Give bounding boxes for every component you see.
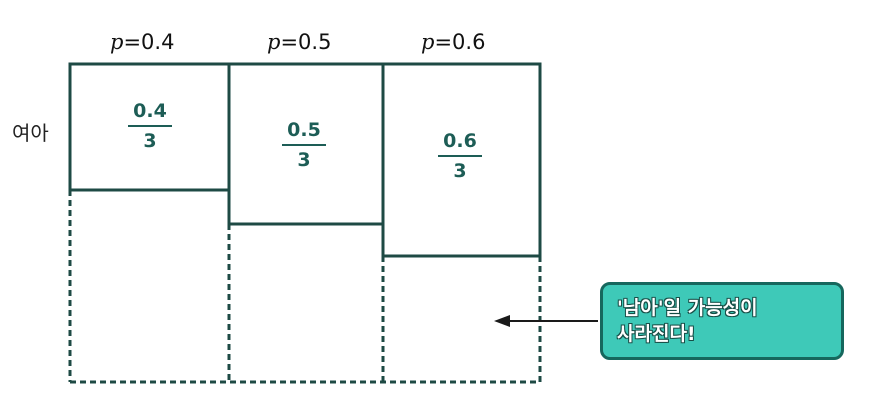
fraction-denominator: 3 <box>143 130 157 152</box>
callout-line-1: '남아'일 가능성이 <box>617 297 758 319</box>
fraction-denominator: 3 <box>297 149 311 171</box>
p-label-col2: p=0.5 <box>267 30 332 54</box>
p-label-col3: p=0.6 <box>421 30 486 54</box>
fraction-numerator: 0.4 <box>128 100 172 127</box>
fraction-numerator: 0.5 <box>282 119 326 146</box>
box-p06 <box>381 62 542 258</box>
fraction-col1: 0.4 3 <box>120 100 180 152</box>
fraction-col2: 0.5 3 <box>274 119 334 171</box>
p-label-col1: p=0.4 <box>110 30 175 54</box>
fraction-numerator: 0.6 <box>438 130 482 157</box>
row-label-girl: 여아 <box>12 121 49 145</box>
callout-box: '남아'일 가능성이 사라진다! <box>600 282 844 360</box>
arrow-head-icon <box>494 315 510 327</box>
fraction-denominator: 3 <box>453 160 467 182</box>
callout-line-2: 사라진다! <box>617 323 696 345</box>
fraction-col3: 0.6 3 <box>430 130 490 182</box>
